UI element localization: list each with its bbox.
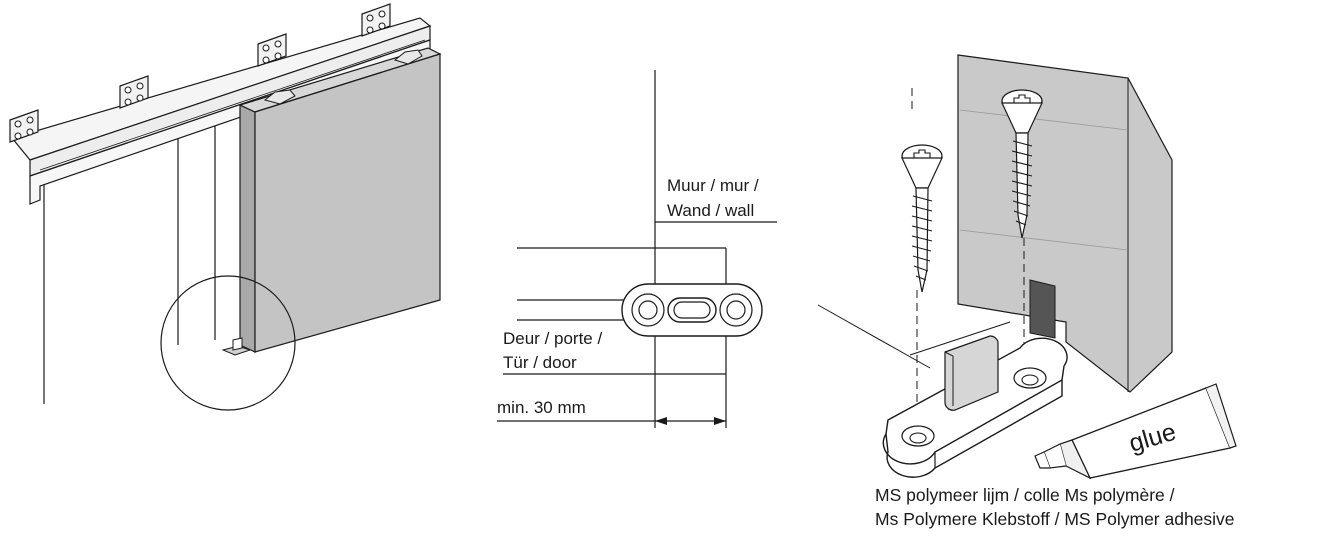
floor-guide-top-view: [621, 283, 763, 337]
mounting-illustration: glue: [817, 54, 1237, 480]
technical-drawing: Muur / mur / Wand / wall Deur / porte / …: [497, 70, 777, 428]
door-label-line1: Deur / porte /: [503, 329, 602, 348]
door-frame-inner: [177, 113, 216, 345]
wall-label-line2: Wand / wall: [667, 201, 754, 220]
detail-circle: [160, 275, 296, 411]
door-hanger: [263, 89, 296, 105]
door-panel-cutaway: [957, 54, 1173, 393]
floor-line: [909, 321, 1011, 356]
min-distance-label: min. 30 mm: [497, 398, 586, 417]
dimension-arrow-left: [655, 417, 667, 425]
screw-hole: [719, 293, 753, 327]
wall-label-line1: Muur / mur /: [667, 176, 759, 195]
door-hanger: [393, 49, 423, 65]
caption-line2: Ms Polymere Klebstoff / MS Polymer adhes…: [875, 509, 1235, 529]
guide-fin: [944, 335, 999, 411]
adhesive-caption: MS polymeer lijm / colle Ms polymère / M…: [875, 483, 1235, 531]
glue-tube-icon: glue: [1034, 383, 1237, 480]
door-groove: [1029, 279, 1056, 339]
guide-slot: [667, 297, 717, 323]
door-label-line2: Tür / door: [503, 353, 577, 372]
screw-hole: [631, 293, 665, 327]
floor-guide-3d: [882, 335, 1068, 478]
screw-icon: [901, 144, 943, 293]
floor-line: [817, 304, 931, 369]
screw-icon: [1001, 89, 1043, 239]
caption-line1: MS polymeer lijm / colle Ms polymère /: [875, 485, 1175, 505]
dimension-arrow-right: [714, 417, 726, 425]
sliding-door-illustration: [9, 3, 442, 411]
